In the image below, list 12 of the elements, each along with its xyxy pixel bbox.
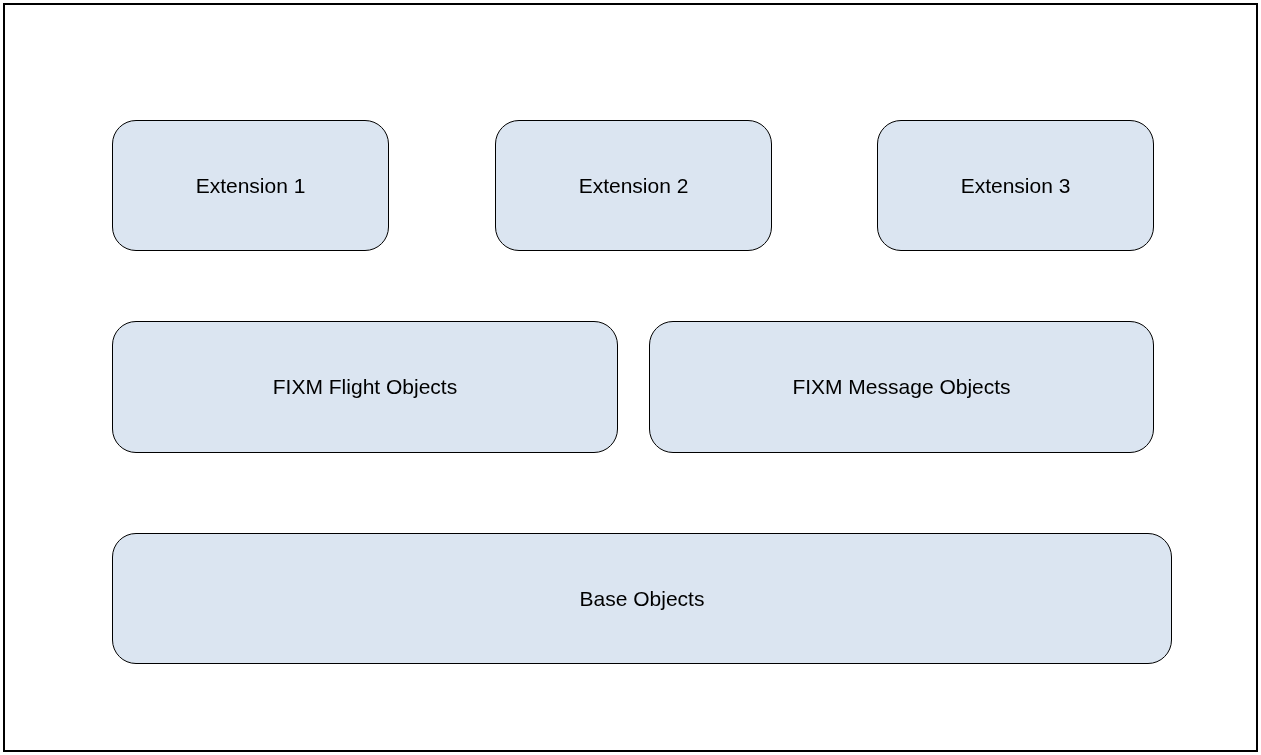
rounded-box xyxy=(877,120,1154,251)
rounded-box xyxy=(495,120,772,251)
box-label: Extension 1 xyxy=(195,172,306,199)
rounded-box xyxy=(112,321,618,453)
box-label: Extension 2 xyxy=(578,172,689,199)
rounded-box xyxy=(112,120,389,251)
box-label: Base Objects xyxy=(579,585,705,612)
box-label: FIXM Flight Objects xyxy=(272,374,458,401)
box-label: Extension 3 xyxy=(960,172,1071,199)
rounded-box xyxy=(649,321,1154,453)
box-label: FIXM Message Objects xyxy=(792,374,1011,401)
rounded-box xyxy=(112,533,1172,664)
